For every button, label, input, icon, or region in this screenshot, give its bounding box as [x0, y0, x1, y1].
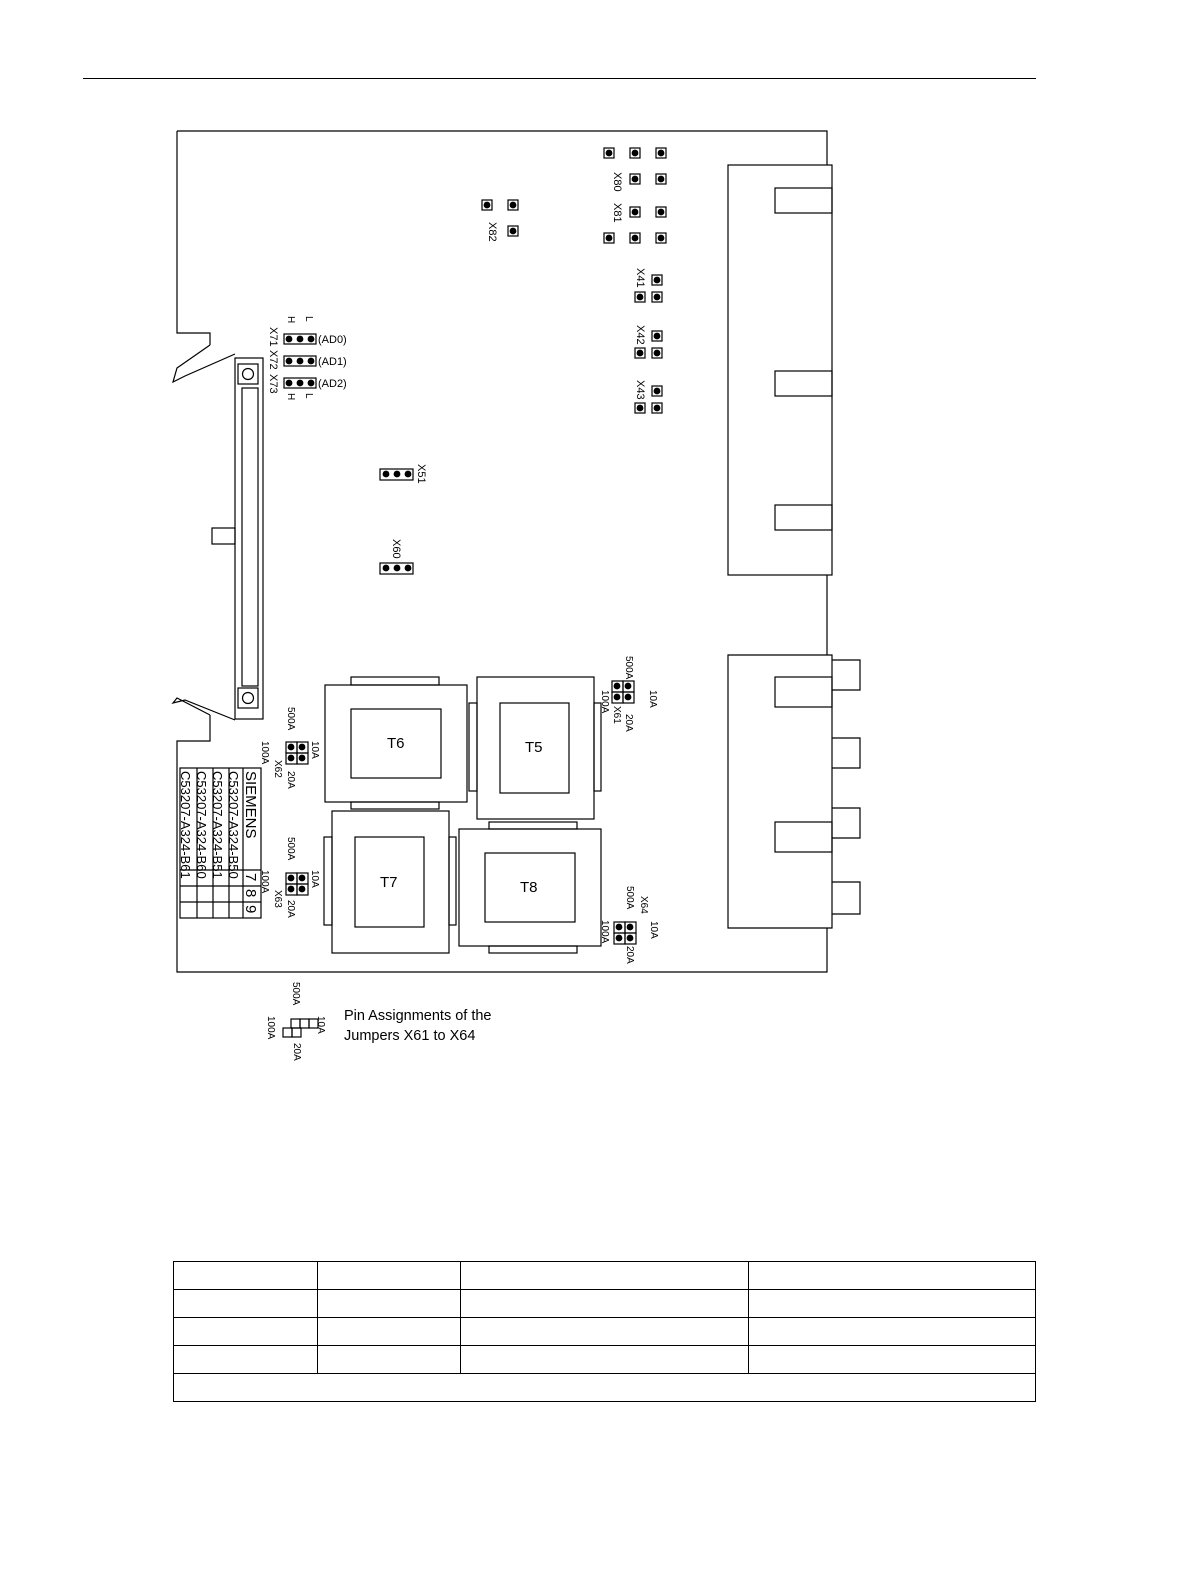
empty-table — [173, 1261, 1036, 1402]
jumper-x41-x43-block: X41 X42 X43 — [634, 268, 663, 414]
jumper-x80-x82-block: X80 X81 X82 — [481, 147, 667, 244]
x71-label: X71 — [267, 327, 279, 347]
x62-20a: 20A — [285, 771, 296, 789]
x41-label: X41 — [634, 268, 646, 288]
x61-100a: 100A — [599, 690, 610, 714]
table-row — [173, 1345, 1036, 1374]
x71-h-label: H — [285, 316, 296, 323]
t5-label: T5 — [525, 739, 543, 756]
part-number-b61: C53207-A324-B61 — [178, 771, 193, 879]
x63-20a: 20A — [285, 900, 296, 918]
part-number-b50: C53207-A324-B50 — [226, 771, 241, 879]
x43-label: X43 — [634, 380, 646, 400]
x63-100a: 100A — [259, 870, 270, 894]
x42-label: X42 — [634, 325, 646, 345]
ad1-label: (AD1) — [318, 356, 347, 368]
x82-label: X82 — [486, 222, 498, 242]
x64-10a: 10A — [648, 921, 659, 939]
transformer-t5: T5 — [468, 676, 602, 820]
x63-500a: 500A — [285, 837, 296, 861]
t6-label: T6 — [387, 735, 405, 752]
x61-20a: 20A — [623, 714, 634, 732]
part-number-b60: C53207-A324-B60 — [194, 771, 209, 879]
siemens-label-table: SIEMENS C53207-A324-B50 C53207-A324-B51 … — [178, 767, 262, 919]
x72-label: X72 — [267, 350, 279, 370]
x81-label: X81 — [611, 203, 623, 223]
caption-line-2: Jumpers X61 to X64 — [344, 1028, 476, 1044]
variant-7: 7 — [242, 873, 259, 881]
right-connector-lower — [727, 654, 861, 929]
legend-100a: 100A — [265, 1016, 276, 1040]
table-row — [173, 1373, 1036, 1402]
x64-100a: 100A — [599, 920, 610, 944]
x63-10a: 10A — [309, 870, 320, 888]
transformer-t7: T7 — [323, 810, 457, 954]
ad2-label: (AD2) — [318, 378, 347, 390]
pin-assignment-caption: Pin Assignments of the Jumpers X61 to X6… — [344, 1006, 492, 1046]
table-row — [173, 1289, 1036, 1318]
x61-500a: 500A — [623, 656, 634, 680]
legend-500a: 500A — [290, 982, 301, 1006]
x71-l-label: L — [303, 316, 314, 322]
ad0-label: (AD0) — [318, 334, 347, 346]
variant-9: 9 — [242, 905, 259, 913]
jumper-x71-x73-block: X71 X72 X73 (AD0) (AD1) (AD2) H L H L — [267, 316, 347, 400]
top-rule — [83, 78, 1036, 79]
backplane-connector — [171, 344, 264, 721]
x61-10a: 10A — [647, 690, 658, 708]
transformer-t6: T6 — [324, 676, 468, 810]
pin-assignment-legend: 500A 100A 10A 20A — [265, 982, 326, 1061]
part-number-b51: C53207-A324-B51 — [210, 771, 225, 879]
x61-label: X61 — [611, 706, 622, 724]
jumper-x60: X60 — [379, 539, 414, 575]
x73-label: X73 — [267, 374, 279, 394]
caption-line-1: Pin Assignments of the — [344, 1008, 492, 1024]
x63-label: X63 — [272, 890, 283, 908]
x73-l-label: L — [303, 393, 314, 399]
jumper-x61: X61 500A 100A 10A 20A — [599, 656, 658, 732]
jumper-x63: X63 500A 100A 10A 20A — [259, 837, 320, 918]
t8-label: T8 — [520, 879, 538, 896]
table-row — [173, 1317, 1036, 1346]
x62-10a: 10A — [309, 741, 320, 759]
x62-label: X62 — [272, 760, 283, 778]
x64-label: X64 — [638, 896, 649, 914]
x80-label: X80 — [611, 172, 623, 192]
x62-100a: 100A — [259, 741, 270, 765]
x64-20a: 20A — [624, 946, 635, 964]
x62-500a: 500A — [285, 707, 296, 731]
vendor-name: SIEMENS — [242, 771, 259, 839]
board-outline — [176, 130, 828, 973]
x64-500a: 500A — [624, 886, 635, 910]
legend-20a: 20A — [291, 1043, 302, 1061]
x51-label: X51 — [415, 464, 427, 484]
right-connector-upper — [727, 164, 833, 576]
t7-label: T7 — [380, 874, 398, 891]
x73-h-label: H — [285, 393, 296, 400]
x60-label: X60 — [390, 539, 402, 559]
transformer-t8: T8 — [458, 821, 602, 954]
jumper-x62: X62 500A 100A 10A 20A — [259, 707, 320, 789]
legend-10a: 10A — [315, 1016, 326, 1034]
table-row — [173, 1261, 1036, 1290]
jumper-x64: X64 500A 100A 10A 20A — [599, 886, 659, 964]
variant-8: 8 — [242, 889, 259, 897]
jumper-x51: X51 — [379, 464, 427, 484]
